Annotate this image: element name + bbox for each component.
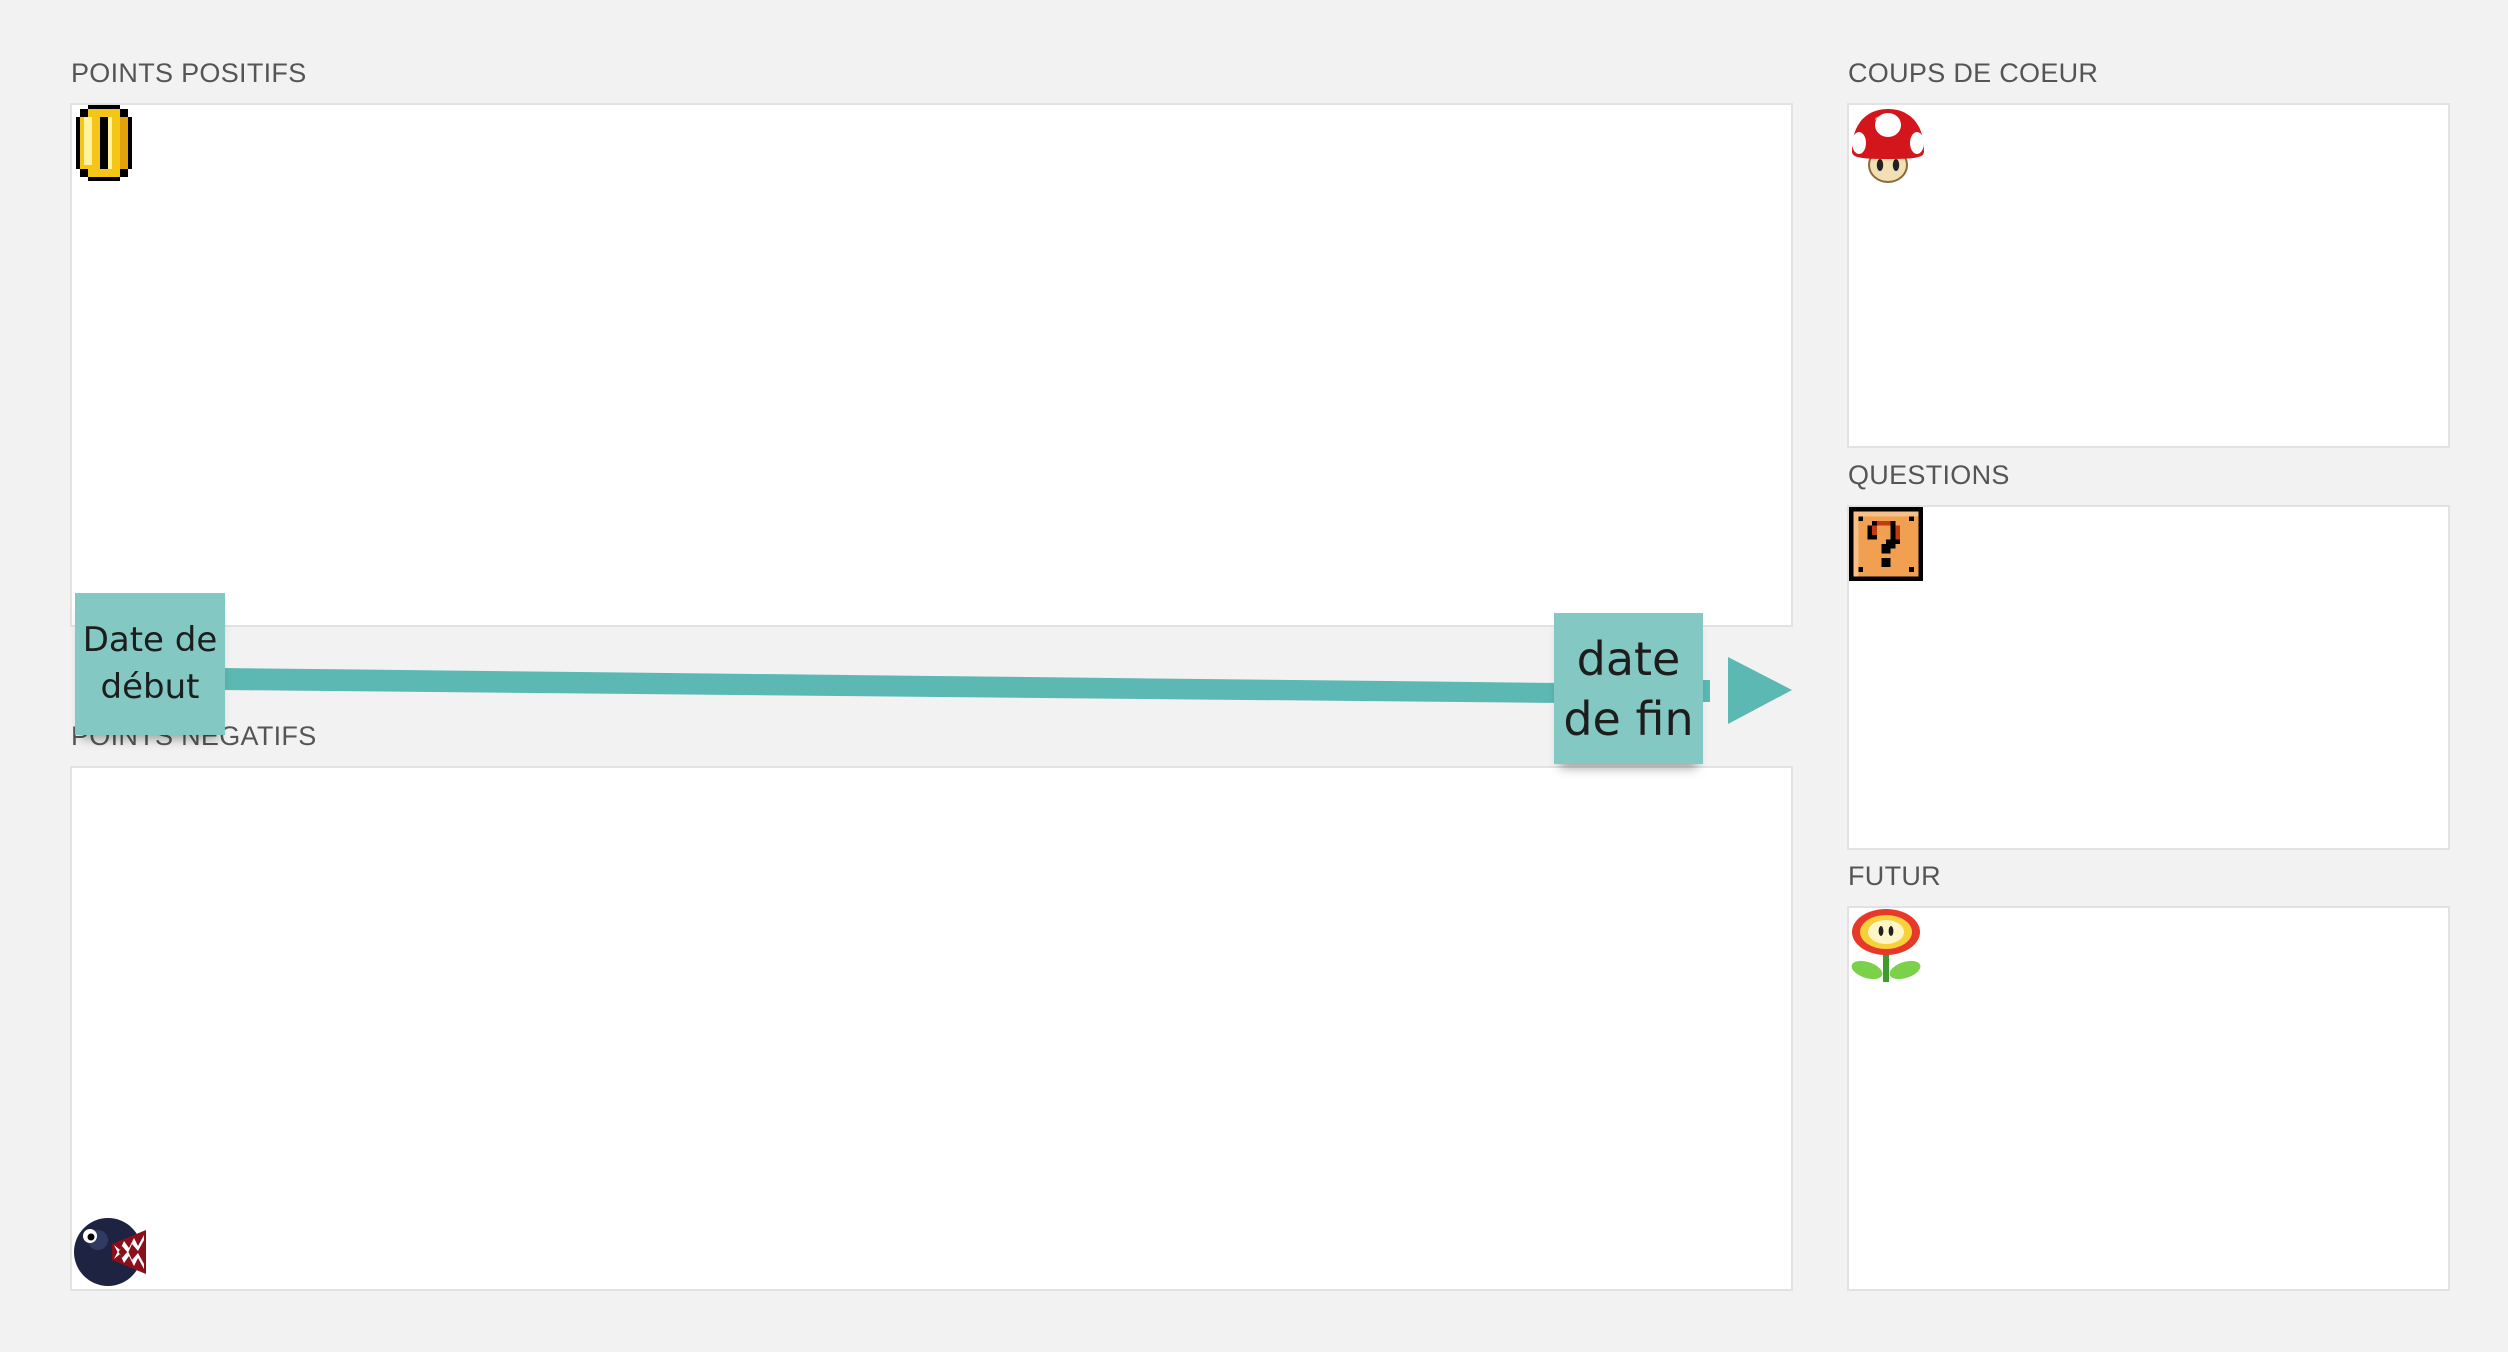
- points-positifs-label: POINTS POSITIFS: [71, 58, 307, 88]
- coin-icon: [76, 105, 132, 181]
- coups-de-coeur-label: COUPS DE COEUR: [1848, 58, 2099, 88]
- fire-flower-icon: [1851, 909, 1921, 982]
- mushroom-icon: [1852, 109, 1924, 183]
- futur-label: FUTUR: [1848, 861, 1941, 891]
- start-date-note-line2: début: [100, 667, 200, 707]
- points-negatifs-panel[interactable]: [70, 766, 1793, 1291]
- questions-label: QUESTIONS: [1848, 460, 2010, 490]
- coups-de-coeur-panel[interactable]: [1847, 103, 2450, 448]
- end-date-note-line2: de fin: [1563, 691, 1694, 746]
- questions-panel[interactable]: [1847, 505, 2450, 850]
- chain-chomp-icon: [74, 1218, 146, 1286]
- end-date-note-line1: date: [1576, 631, 1681, 686]
- start-date-note[interactable]: Date de début: [75, 593, 225, 735]
- points-positifs-panel[interactable]: [70, 103, 1793, 627]
- end-date-note[interactable]: date de fin: [1554, 613, 1703, 764]
- futur-panel[interactable]: [1847, 906, 2450, 1291]
- start-date-note-line1: Date de: [82, 620, 218, 660]
- question-block-icon: [1849, 507, 1923, 581]
